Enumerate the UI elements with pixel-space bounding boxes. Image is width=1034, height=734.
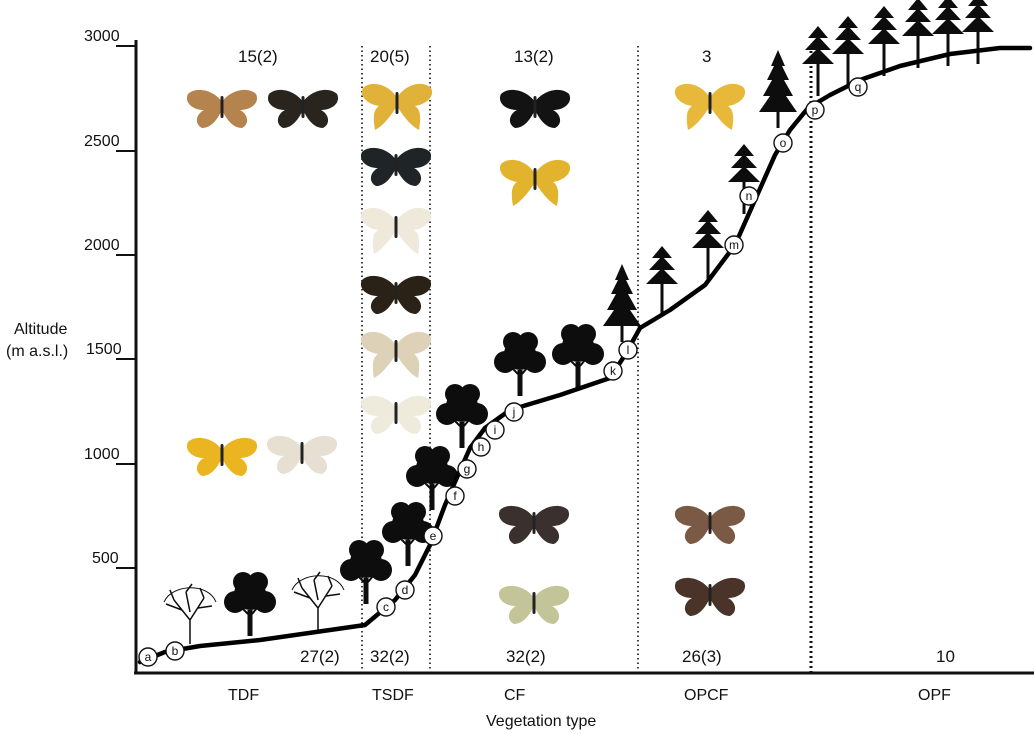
butterfly-specimen-icon <box>361 148 431 186</box>
site-marker-label: d <box>402 583 409 597</box>
tree-silhouette-icon <box>494 332 546 396</box>
conifer-silhouette-icon <box>962 0 994 64</box>
species-count-tsdf-high: 20(5) <box>370 47 410 66</box>
zone-label-opf: OPF <box>918 687 951 704</box>
site-marker-label: h <box>478 440 485 454</box>
species-count-tsdf-low: 32(2) <box>370 647 410 666</box>
butterfly-specimen-icon <box>675 578 745 616</box>
butterfly-specimen-icon <box>500 160 570 206</box>
site-marker-i: i <box>486 421 504 439</box>
tree-silhouette-icon <box>164 584 216 644</box>
species-count-cf-low: 32(2) <box>506 647 546 666</box>
tree-silhouette-icon <box>552 324 604 388</box>
site-marker-label: j <box>512 405 516 419</box>
site-marker-label: a <box>145 650 152 664</box>
butterfly-specimen-icon <box>675 84 745 130</box>
butterfly-specimen-icon <box>361 332 431 378</box>
site-marker-d: d <box>396 581 414 599</box>
site-marker-p: p <box>806 101 824 119</box>
y-tick-label: 2000 <box>84 237 120 254</box>
site-marker-q: q <box>849 78 867 96</box>
tree-silhouette-icon <box>224 572 276 636</box>
site-marker-label: p <box>812 103 819 117</box>
butterfly-specimen-icon <box>362 84 432 130</box>
butterfly-specimen-icon <box>267 436 337 474</box>
species-count-tdf-high: 15(2) <box>238 47 278 66</box>
site-marker-g: g <box>458 460 476 478</box>
butterfly-specimen-icon <box>499 586 569 624</box>
zone-label-cf: CF <box>504 687 526 704</box>
site-marker-label: e <box>430 529 437 543</box>
y-tick-label: 1000 <box>84 446 120 463</box>
butterfly-specimen-icon <box>187 90 257 128</box>
site-marker-n: n <box>740 187 758 205</box>
butterfly-specimen-icon <box>187 438 257 476</box>
site-marker-h: h <box>472 438 490 456</box>
site-marker-l: l <box>619 341 637 359</box>
conifer-silhouette-icon <box>832 16 864 86</box>
y-tick-label: 500 <box>92 550 119 567</box>
species-count-opf-low: 10 <box>936 647 955 666</box>
zone-label-opcf: OPCF <box>684 687 729 704</box>
butterfly-specimen-icon <box>361 396 431 434</box>
y-tick-label: 3000 <box>84 28 120 45</box>
zone-label-tdf: TDF <box>228 687 259 704</box>
site-marker-label: l <box>627 343 630 357</box>
zone-label-tsdf: TSDF <box>372 687 414 704</box>
site-marker-label: m <box>729 238 739 252</box>
site-marker-j: j <box>505 403 523 421</box>
site-marker-label: k <box>610 364 617 378</box>
site-marker-label: n <box>746 189 753 203</box>
site-marker-label: c <box>383 600 389 614</box>
butterfly-specimen-icon <box>361 276 431 314</box>
y-tick-label: 1500 <box>86 341 122 358</box>
butterfly-specimen-icon <box>268 90 338 128</box>
site-marker-label: o <box>780 136 787 150</box>
butterfly-specimen-icon <box>500 90 570 128</box>
x-axis-title: Vegetation type <box>486 713 596 730</box>
y-tick-label: 2500 <box>84 133 120 150</box>
butterfly-specimen-icon <box>675 506 745 544</box>
butterfly-specimens <box>187 84 745 624</box>
conifer-silhouette-icon <box>802 26 834 96</box>
y-ticks: 3000 2500 2000 1500 1000 500 <box>84 28 136 568</box>
site-marker-k: k <box>604 362 622 380</box>
conifer-silhouette-icon <box>603 264 641 342</box>
y-axis-title-unit: (m a.s.l.) <box>6 343 68 360</box>
site-marker-label: g <box>464 462 471 476</box>
species-count-opcf-high: 3 <box>702 47 711 66</box>
site-marker-label: b <box>172 644 179 658</box>
tree-silhouette-icon <box>340 540 392 604</box>
site-marker-label: i <box>494 423 497 437</box>
site-marker-m: m <box>725 236 743 254</box>
site-marker-label: q <box>855 80 862 94</box>
species-count-cf-high: 13(2) <box>514 47 554 66</box>
site-marker-f: f <box>446 487 464 505</box>
butterfly-specimen-icon <box>499 506 569 544</box>
site-marker-e: e <box>424 527 442 545</box>
butterfly-specimen-icon <box>361 208 431 254</box>
species-count-opcf-low: 26(3) <box>682 647 722 666</box>
y-axis-title: Altitude <box>14 321 67 338</box>
species-count-tdf-low: 27(2) <box>300 647 340 666</box>
site-marker-o: o <box>774 134 792 152</box>
site-marker-b: b <box>166 642 184 660</box>
conifer-silhouette-icon <box>759 50 797 128</box>
site-marker-c: c <box>377 598 395 616</box>
site-marker-a: a <box>139 648 157 666</box>
tree-silhouette-icon <box>292 572 344 632</box>
